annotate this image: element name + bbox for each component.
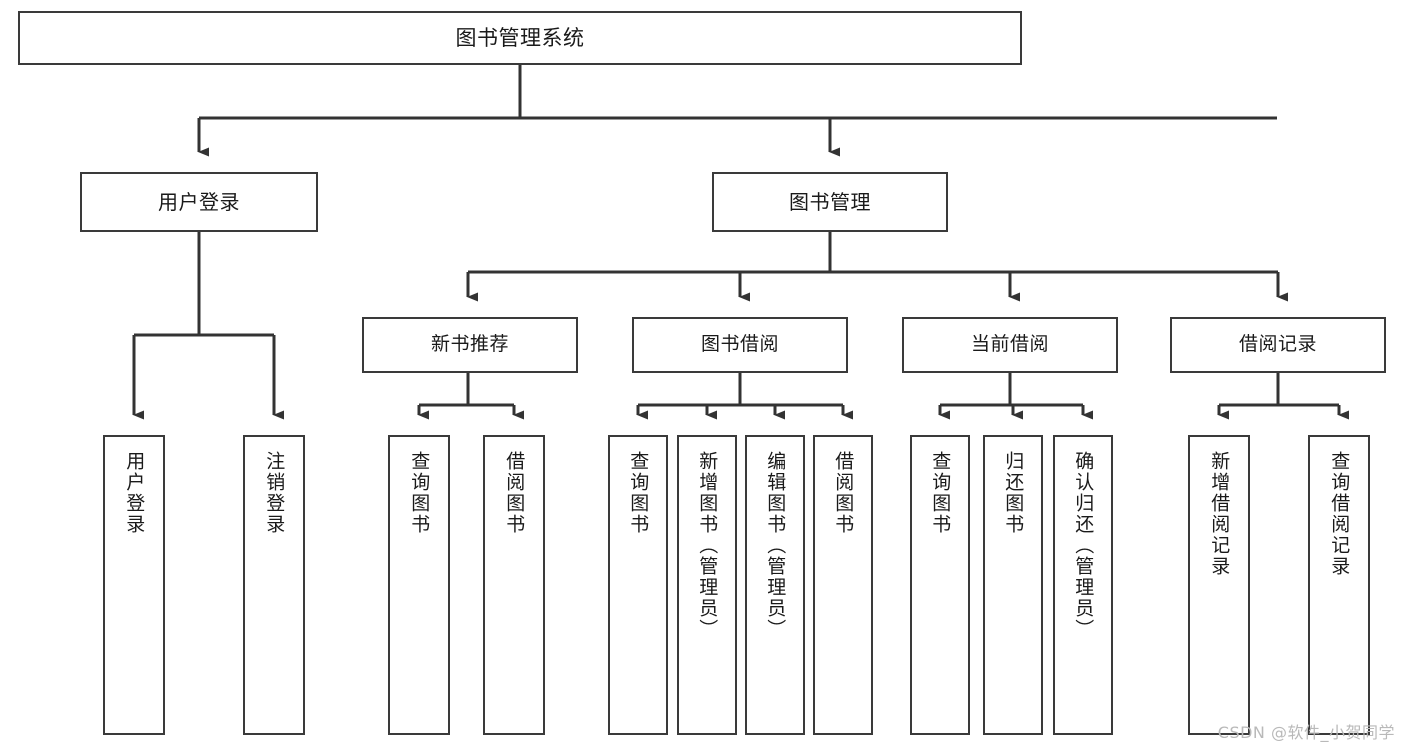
node-leaf-add-record-label: 新增借阅记录 [1208, 451, 1231, 577]
node-leaf-add-book-label: 新增图书（管理员） [696, 451, 719, 640]
node-user-login[interactable]: 用户登录 [80, 172, 318, 232]
node-leaf-user-login[interactable]: 用户登录 [103, 435, 165, 735]
node-current-borrow-label: 当前借阅 [970, 333, 1049, 356]
node-new-book-recommend[interactable]: 新书推荐 [362, 317, 578, 373]
node-new-book-recommend-label: 新书推荐 [430, 333, 509, 356]
node-leaf-query-book-3-label: 查询图书 [929, 451, 952, 535]
node-leaf-query-book-3[interactable]: 查询图书 [910, 435, 970, 735]
watermark-text: CSDN @软件_小贺同学 [1217, 723, 1395, 742]
node-user-login-label: 用户登录 [158, 189, 240, 214]
node-leaf-query-book-2-label: 查询图书 [627, 451, 650, 535]
node-leaf-edit-book-label: 编辑图书（管理员） [764, 451, 787, 640]
node-leaf-borrow-book-1[interactable]: 借阅图书 [483, 435, 545, 735]
node-book-borrow[interactable]: 图书借阅 [632, 317, 848, 373]
node-book-manage-label: 图书管理 [789, 189, 871, 214]
node-leaf-logout-label: 注销登录 [263, 451, 286, 535]
node-book-borrow-label: 图书借阅 [700, 333, 779, 356]
node-root[interactable]: 图书管理系统 [18, 11, 1022, 65]
node-leaf-borrow-book-2[interactable]: 借阅图书 [813, 435, 873, 735]
node-leaf-user-login-label: 用户登录 [123, 451, 146, 535]
node-leaf-add-record[interactable]: 新增借阅记录 [1188, 435, 1250, 735]
node-leaf-confirm-return-label: 确认归还（管理员） [1072, 451, 1095, 640]
node-current-borrow[interactable]: 当前借阅 [902, 317, 1118, 373]
node-leaf-return-book[interactable]: 归还图书 [983, 435, 1043, 735]
node-leaf-query-book-1[interactable]: 查询图书 [388, 435, 450, 735]
node-leaf-logout[interactable]: 注销登录 [243, 435, 305, 735]
node-book-manage[interactable]: 图书管理 [712, 172, 948, 232]
node-leaf-borrow-book-1-label: 借阅图书 [503, 451, 526, 535]
node-leaf-confirm-return[interactable]: 确认归还（管理员） [1053, 435, 1113, 735]
node-leaf-query-book-1-label: 查询图书 [408, 451, 431, 535]
node-leaf-query-record-label: 查询借阅记录 [1328, 451, 1351, 577]
node-leaf-query-book-2[interactable]: 查询图书 [608, 435, 668, 735]
node-leaf-return-book-label: 归还图书 [1002, 451, 1025, 535]
node-borrow-record-label: 借阅记录 [1238, 333, 1317, 356]
node-borrow-record[interactable]: 借阅记录 [1170, 317, 1386, 373]
node-leaf-borrow-book-2-label: 借阅图书 [832, 451, 855, 535]
node-root-label: 图书管理系统 [455, 25, 585, 50]
node-leaf-edit-book[interactable]: 编辑图书（管理员） [745, 435, 805, 735]
node-leaf-add-book[interactable]: 新增图书（管理员） [677, 435, 737, 735]
node-leaf-query-record[interactable]: 查询借阅记录 [1308, 435, 1370, 735]
